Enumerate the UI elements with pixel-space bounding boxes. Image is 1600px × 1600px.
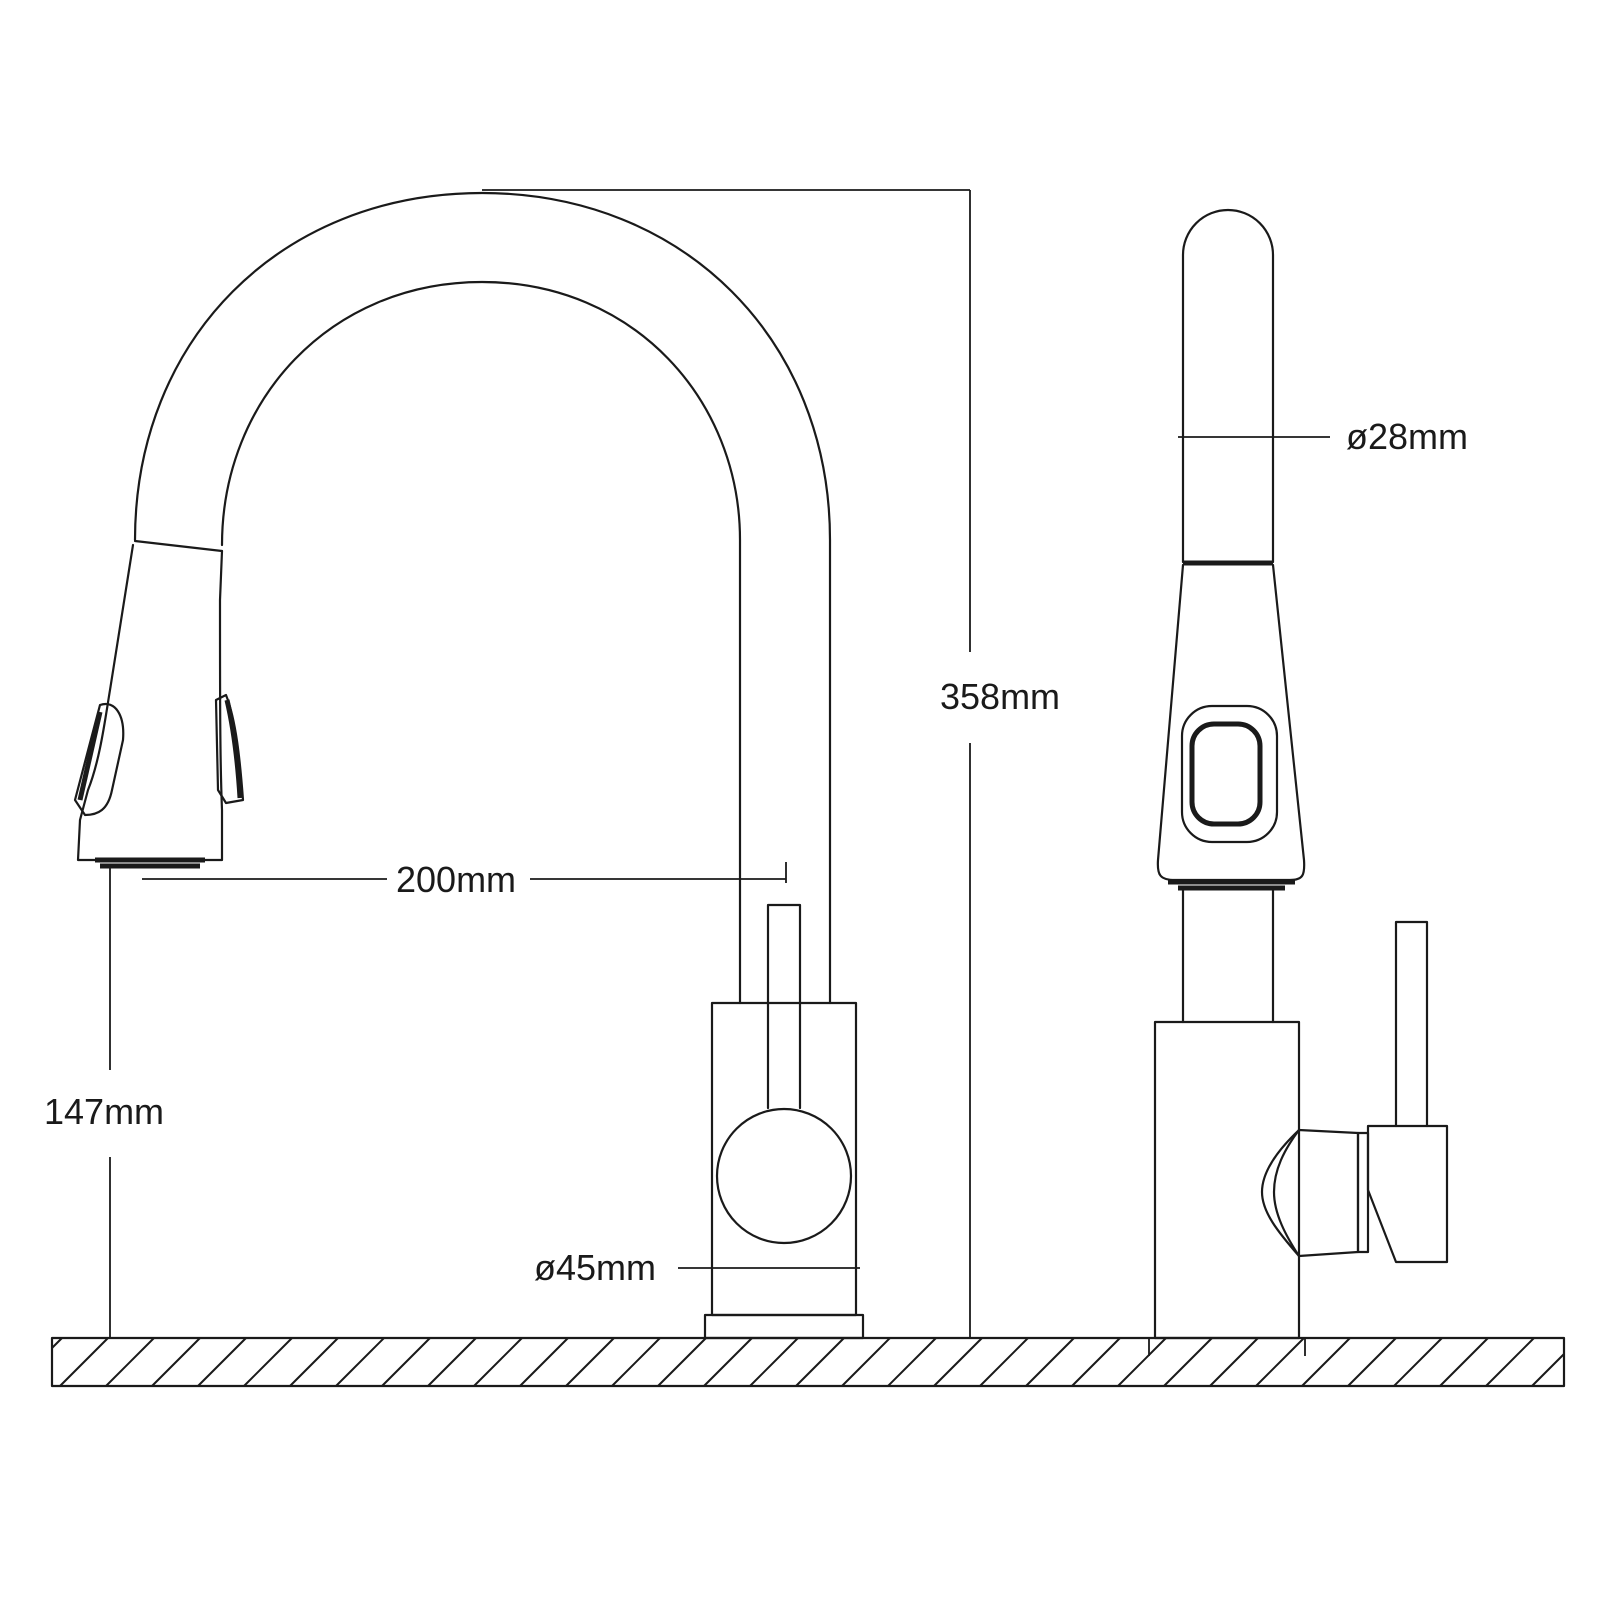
hatch-line <box>335 1337 385 1387</box>
hatch-line <box>105 1337 155 1387</box>
hatch-line <box>1393 1337 1443 1387</box>
hatch-line <box>565 1337 615 1387</box>
dimension-base-diameter: ø45mm <box>528 1248 663 1288</box>
hatch-line <box>1117 1337 1167 1387</box>
lever-block <box>1366 1124 1449 1264</box>
countertop <box>50 1336 1566 1388</box>
hatch-line <box>979 1337 1029 1387</box>
hatch-line <box>51 1337 63 1349</box>
hatch-line <box>1071 1337 1121 1387</box>
cartridge-housing <box>1260 1128 1360 1258</box>
spout-joint <box>133 539 224 553</box>
hatch-line <box>933 1337 983 1387</box>
countertop-hatching <box>51 1337 1565 1387</box>
hatch-line <box>1163 1337 1213 1387</box>
faucet-base-plate <box>703 1313 865 1340</box>
gooseneck-inner <box>220 280 742 1005</box>
faucet-front-view <box>1153 208 1449 1340</box>
hatch-line <box>1531 1353 1565 1387</box>
spray-head <box>76 543 224 862</box>
faucet-lever <box>766 903 802 1110</box>
lever-hub <box>715 1107 853 1245</box>
hatch-line <box>1255 1337 1305 1387</box>
hatch-line <box>657 1337 707 1387</box>
hatch-line <box>1301 1337 1351 1387</box>
faucet-side-view <box>73 191 865 1340</box>
hatch-line <box>151 1337 201 1387</box>
hatch-line <box>519 1337 569 1387</box>
spray-button-right-inner <box>224 699 243 799</box>
hatch-line <box>1439 1337 1489 1387</box>
hatch-line <box>473 1337 523 1387</box>
faucet-lever-front <box>1394 920 1429 1128</box>
hatch-line <box>611 1337 661 1387</box>
dimension-height-total: 358mm <box>934 677 1067 717</box>
spray-face-front <box>1168 879 1295 891</box>
hatch-line <box>1025 1337 1075 1387</box>
spray-button-left <box>73 702 125 817</box>
hatch-line <box>795 1337 845 1387</box>
hatch-line <box>243 1337 293 1387</box>
hatch-line <box>749 1337 799 1387</box>
hatch-line <box>1485 1337 1535 1387</box>
spout-tube <box>1181 208 1275 564</box>
hatch-line <box>1347 1337 1397 1387</box>
cartridge-ring <box>1356 1131 1370 1254</box>
hatch-line <box>887 1337 937 1387</box>
hatch-line <box>703 1337 753 1387</box>
dimension-lines <box>109 189 1330 1356</box>
hatch-line <box>59 1337 109 1387</box>
hatch-line <box>381 1337 431 1387</box>
hatch-line <box>289 1337 339 1387</box>
hatch-line <box>197 1337 247 1387</box>
gooseneck-outer <box>133 191 832 1005</box>
spray-button-left-inner <box>77 711 103 801</box>
dimension-spout-height: 147mm <box>38 1092 171 1132</box>
dimension-spout-diameter: ø28mm <box>1340 417 1475 457</box>
hatch-line <box>841 1337 891 1387</box>
hatch-line <box>1209 1337 1259 1387</box>
spray-face <box>95 857 205 869</box>
faucet-base-front <box>1153 1020 1301 1340</box>
spray-button-front-outer <box>1180 704 1279 844</box>
hatch-line <box>427 1337 477 1387</box>
dimension-reach: 200mm <box>390 860 523 900</box>
cartridge-edge <box>1272 1128 1301 1258</box>
spray-button-front <box>1189 721 1263 827</box>
lower-tube <box>1181 886 1275 1024</box>
